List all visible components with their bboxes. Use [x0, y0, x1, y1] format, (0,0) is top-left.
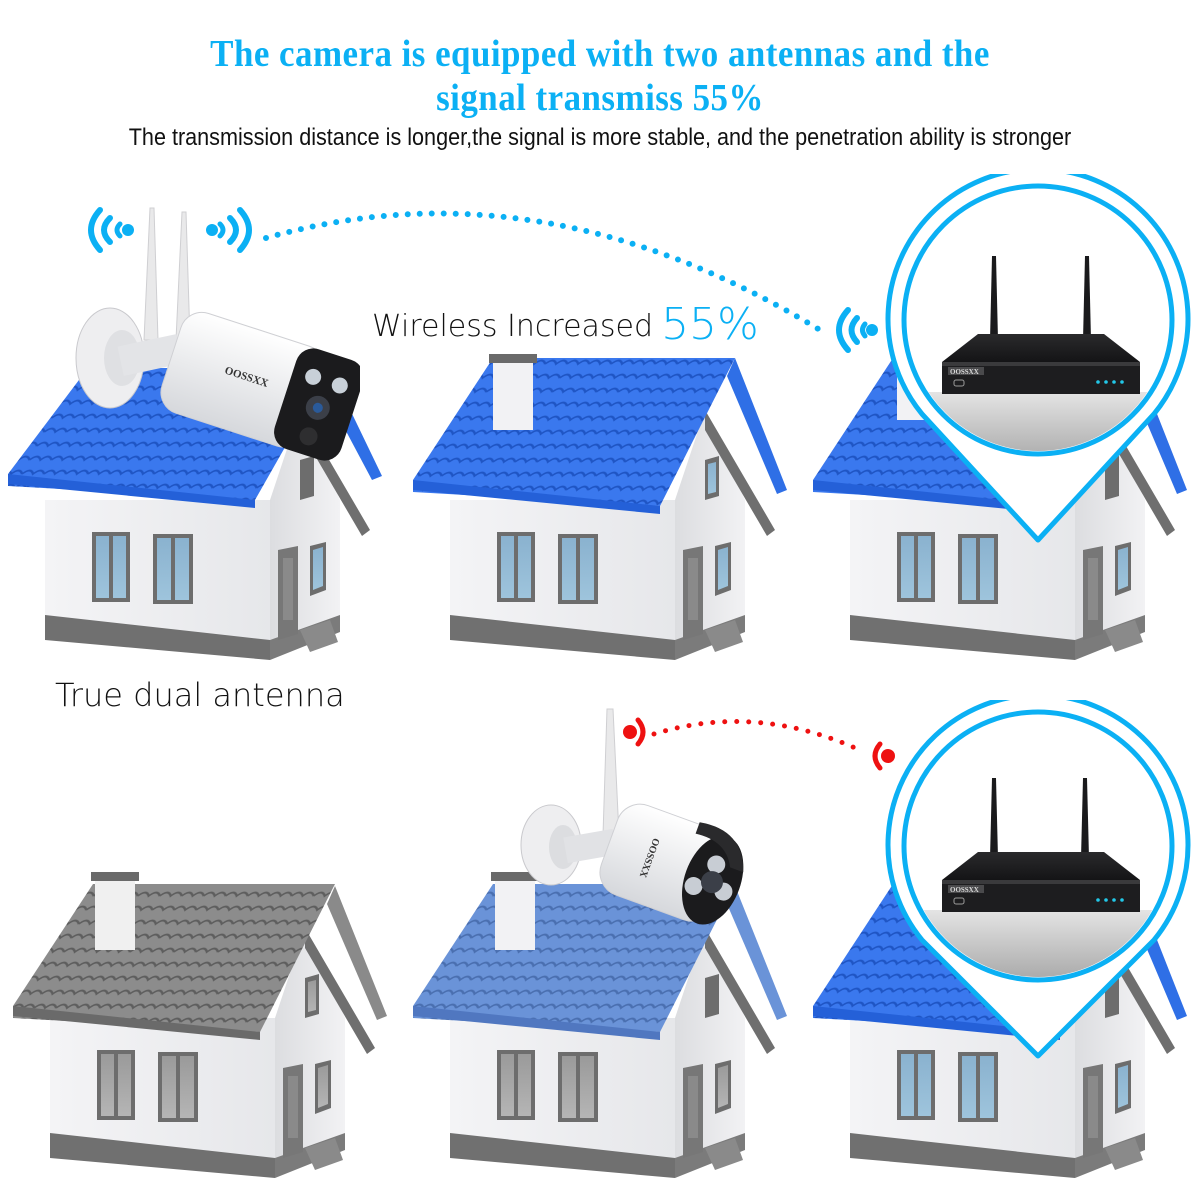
true-dual-antenna-caption: True dual antenna [55, 676, 345, 714]
headline-line-2: signal transmiss 55% [436, 77, 764, 119]
weak-signal-icon-right [870, 736, 896, 766]
nvr-brand-label-bottom: OOSSXX [950, 886, 979, 894]
nvr-callout-pin-top: OOSSXX [878, 174, 1198, 546]
wifi-signal-icon-right [206, 202, 262, 258]
bottom-house-camera [400, 860, 800, 1190]
weak-signal-icon-left [620, 712, 642, 742]
headline-line-1: The camera is equipped with two antennas… [210, 33, 990, 75]
dual-antenna-camera: OOSSXX [60, 190, 360, 490]
bottom-house-unreached [0, 860, 400, 1190]
top-house-middle [400, 340, 800, 680]
subtitle: The transmission distance is longer,the … [128, 124, 1072, 151]
wireless-increased-percent: 55% [661, 299, 759, 350]
nvr-brand-label: OOSSXX [950, 368, 979, 376]
wireless-increased-text: Wireless Increased [372, 309, 654, 344]
signal-path-strong [260, 180, 840, 340]
nvr-callout-pin-bottom: OOSSXX [878, 700, 1198, 1072]
wifi-signal-icon-receiver [828, 304, 880, 356]
signal-path-weak [618, 710, 908, 780]
single-antenna-camera: OOSSXX [515, 705, 745, 945]
wifi-signal-icon-left [78, 202, 134, 258]
